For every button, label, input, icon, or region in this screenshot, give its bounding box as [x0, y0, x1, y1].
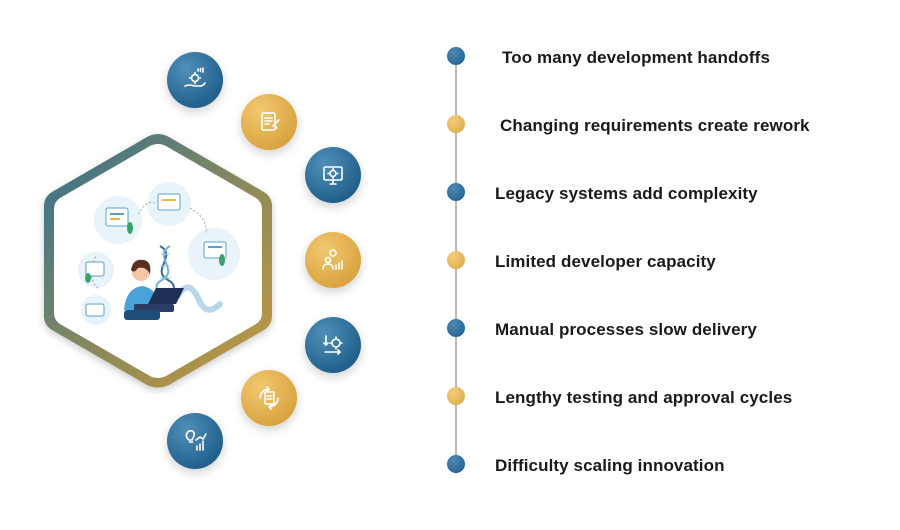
timeline-dot	[447, 387, 465, 405]
developer-illustration	[78, 182, 240, 325]
item-label: Manual processes slow delivery	[495, 320, 757, 339]
timeline-dot	[447, 319, 465, 337]
gear-arrows-icon	[305, 317, 361, 373]
timeline-dot	[447, 47, 465, 65]
item-label: Changing requirements create rework	[500, 116, 810, 135]
item-label: Legacy systems add complexity	[495, 184, 758, 203]
timeline-dot	[447, 455, 465, 473]
item-label: Lengthy testing and approval cycles	[495, 388, 793, 407]
timeline-dot	[447, 251, 465, 269]
document-tools-icon	[241, 94, 297, 150]
item-label: Limited developer capacity	[495, 252, 716, 271]
bulb-chart-icon	[167, 413, 223, 469]
item-label: Too many development handoffs	[502, 48, 770, 67]
item-label: Difficulty scaling innovation	[495, 456, 725, 475]
timeline-dot	[447, 183, 465, 201]
user-chart-icon	[305, 232, 361, 288]
timeline-dot	[447, 115, 465, 133]
gear-hand-icon	[167, 52, 223, 108]
monitor-gear-icon	[305, 147, 361, 203]
hexagon-frame	[44, 134, 272, 388]
document-cycle-icon	[241, 370, 297, 426]
